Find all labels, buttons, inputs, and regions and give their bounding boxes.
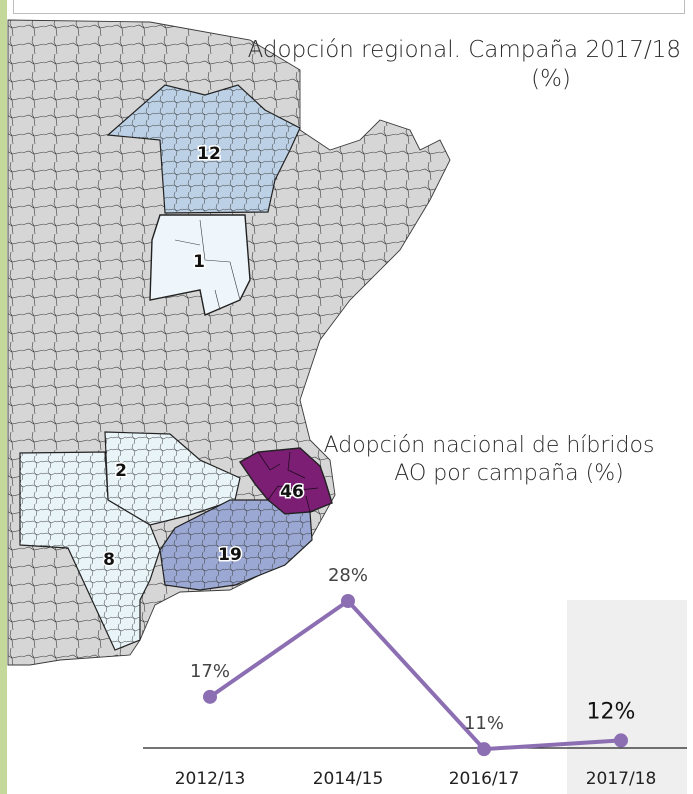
series-line (208, 599, 622, 752)
x-tick-label-2017/18: 2017/18 (586, 769, 657, 789)
map-region-12-grid (108, 85, 300, 213)
data-label-2012/13: 17% (190, 661, 230, 682)
left-accent-strip (0, 0, 7, 794)
map-label-12: 12 (197, 144, 221, 164)
data-label-2016/17: 11% (464, 713, 504, 734)
national-title-line1: Adopción nacional de híbridos (323, 433, 655, 458)
data-point-2014/15 (341, 594, 355, 608)
x-tick-label-2014/15: 2014/15 (313, 769, 384, 789)
map-region-1-grid (174, 219, 241, 311)
top-frame (13, 0, 685, 14)
map-region-2-grid (105, 432, 240, 525)
map-label-1: 1 (193, 252, 205, 272)
map-region-19-grid (160, 500, 312, 590)
map-region-8-grid (20, 452, 160, 650)
regional-title-line2: (%) (531, 66, 571, 93)
data-point-2012/13 (203, 689, 217, 704)
highlight-column (567, 600, 687, 794)
national-chart-title: Adopción nacional de híbridos AO por cam… (289, 432, 689, 488)
map-label-19: 19 (218, 545, 242, 565)
map-region-46-grid (257, 451, 319, 513)
x-tick-label-2016/17: 2016/17 (449, 769, 520, 789)
map-label-2: 2 (115, 461, 127, 481)
map-region-46 (238, 447, 333, 515)
map-label-46: 46 (280, 482, 304, 502)
data-label-2014/15: 28% (328, 565, 368, 586)
map-label-8: 8 (103, 550, 115, 570)
data-point-2017/18 (614, 733, 628, 748)
regional-title-line1: Adopción regional. Campaña 2017/18 (247, 37, 681, 63)
data-label-2017/18: 12% (587, 699, 636, 724)
regional-map-title: Adopción regional. Campaña 2017/18 (%) (211, 36, 681, 95)
data-point-2016/17 (477, 742, 491, 757)
national-title-line2: AO por campaña (%) (394, 461, 624, 487)
x-tick-label-2012/13: 2012/13 (175, 769, 246, 789)
